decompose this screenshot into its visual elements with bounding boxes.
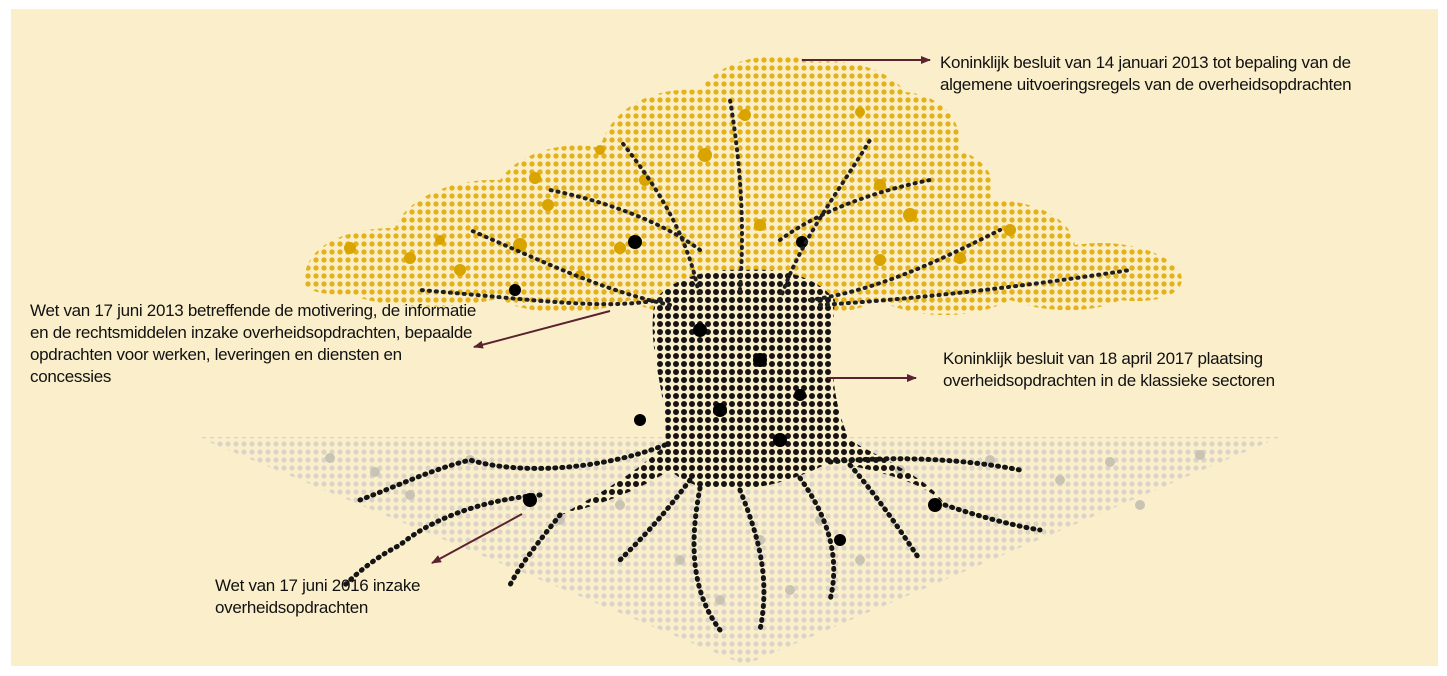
annotation-trunk: Koninklijk besluit van 18 april 2017 pla… xyxy=(943,348,1303,392)
annotation-branch: Wet van 17 juni 2013 betreffende de moti… xyxy=(30,300,480,388)
annotation-crown: Koninklijk besluit van 14 januari 2013 t… xyxy=(940,52,1360,96)
annotation-roots: Wet van 17 juni 2016 inzake overheidsopd… xyxy=(215,575,515,619)
arrow-to-branch xyxy=(474,311,610,347)
